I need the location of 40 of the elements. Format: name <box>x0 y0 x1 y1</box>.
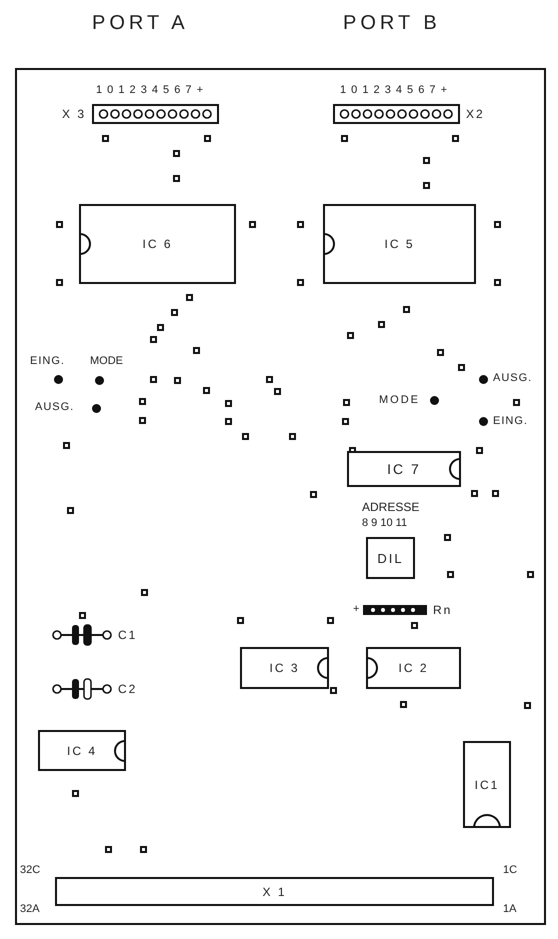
address-bits: 8 9 10 11 <box>362 517 408 529</box>
pin-label: 1A <box>503 903 516 915</box>
component-label: IC 6 <box>142 237 172 251</box>
component-label: DIL <box>377 550 404 566</box>
port-heading: PORT A <box>92 12 189 35</box>
component-label: IC 5 <box>384 237 414 251</box>
pin-numbers: 1 0 1 2 3 4 5 6 7 + <box>340 84 448 96</box>
chip-outline <box>463 741 511 828</box>
chip-outline <box>240 647 329 689</box>
jumper-label: MODE <box>379 394 420 406</box>
component-label: IC1 <box>474 778 500 792</box>
jumper-label: AUSG. <box>493 372 532 384</box>
chip-outline <box>55 877 494 906</box>
component-label: X 3 <box>62 107 86 121</box>
pin-label: 32A <box>20 903 40 915</box>
chip-outline <box>323 204 476 284</box>
component-label: IC 7 <box>387 461 421 477</box>
polarity-mark: + <box>353 603 360 615</box>
component-label: IC 4 <box>66 744 97 758</box>
jumper-label: MODE <box>90 355 123 367</box>
port-heading: PORT B <box>343 12 441 35</box>
pin-label: 32C <box>20 864 40 876</box>
chip-outline <box>38 730 126 771</box>
pin-label: 1C <box>503 864 518 876</box>
chip-outline <box>79 204 236 284</box>
component-label: C2 <box>118 682 138 696</box>
component-label: C1 <box>118 628 138 642</box>
component-label: X2 <box>466 107 485 121</box>
pin-numbers: 1 0 1 2 3 4 5 6 7 + <box>96 84 204 96</box>
jumper-label: EING. <box>30 355 65 367</box>
component-label: IC 2 <box>398 661 428 675</box>
component-label: X 1 <box>262 884 286 898</box>
jumper-label: AUSG. <box>35 401 74 413</box>
component-label: IC 3 <box>269 661 300 675</box>
chip-outline <box>347 451 461 487</box>
chip-outline <box>366 647 461 689</box>
address-label: ADRESSE <box>362 500 420 514</box>
jumper-label: EING. <box>493 415 528 427</box>
component-label: Rn <box>433 603 452 617</box>
chip-outline <box>366 537 415 579</box>
